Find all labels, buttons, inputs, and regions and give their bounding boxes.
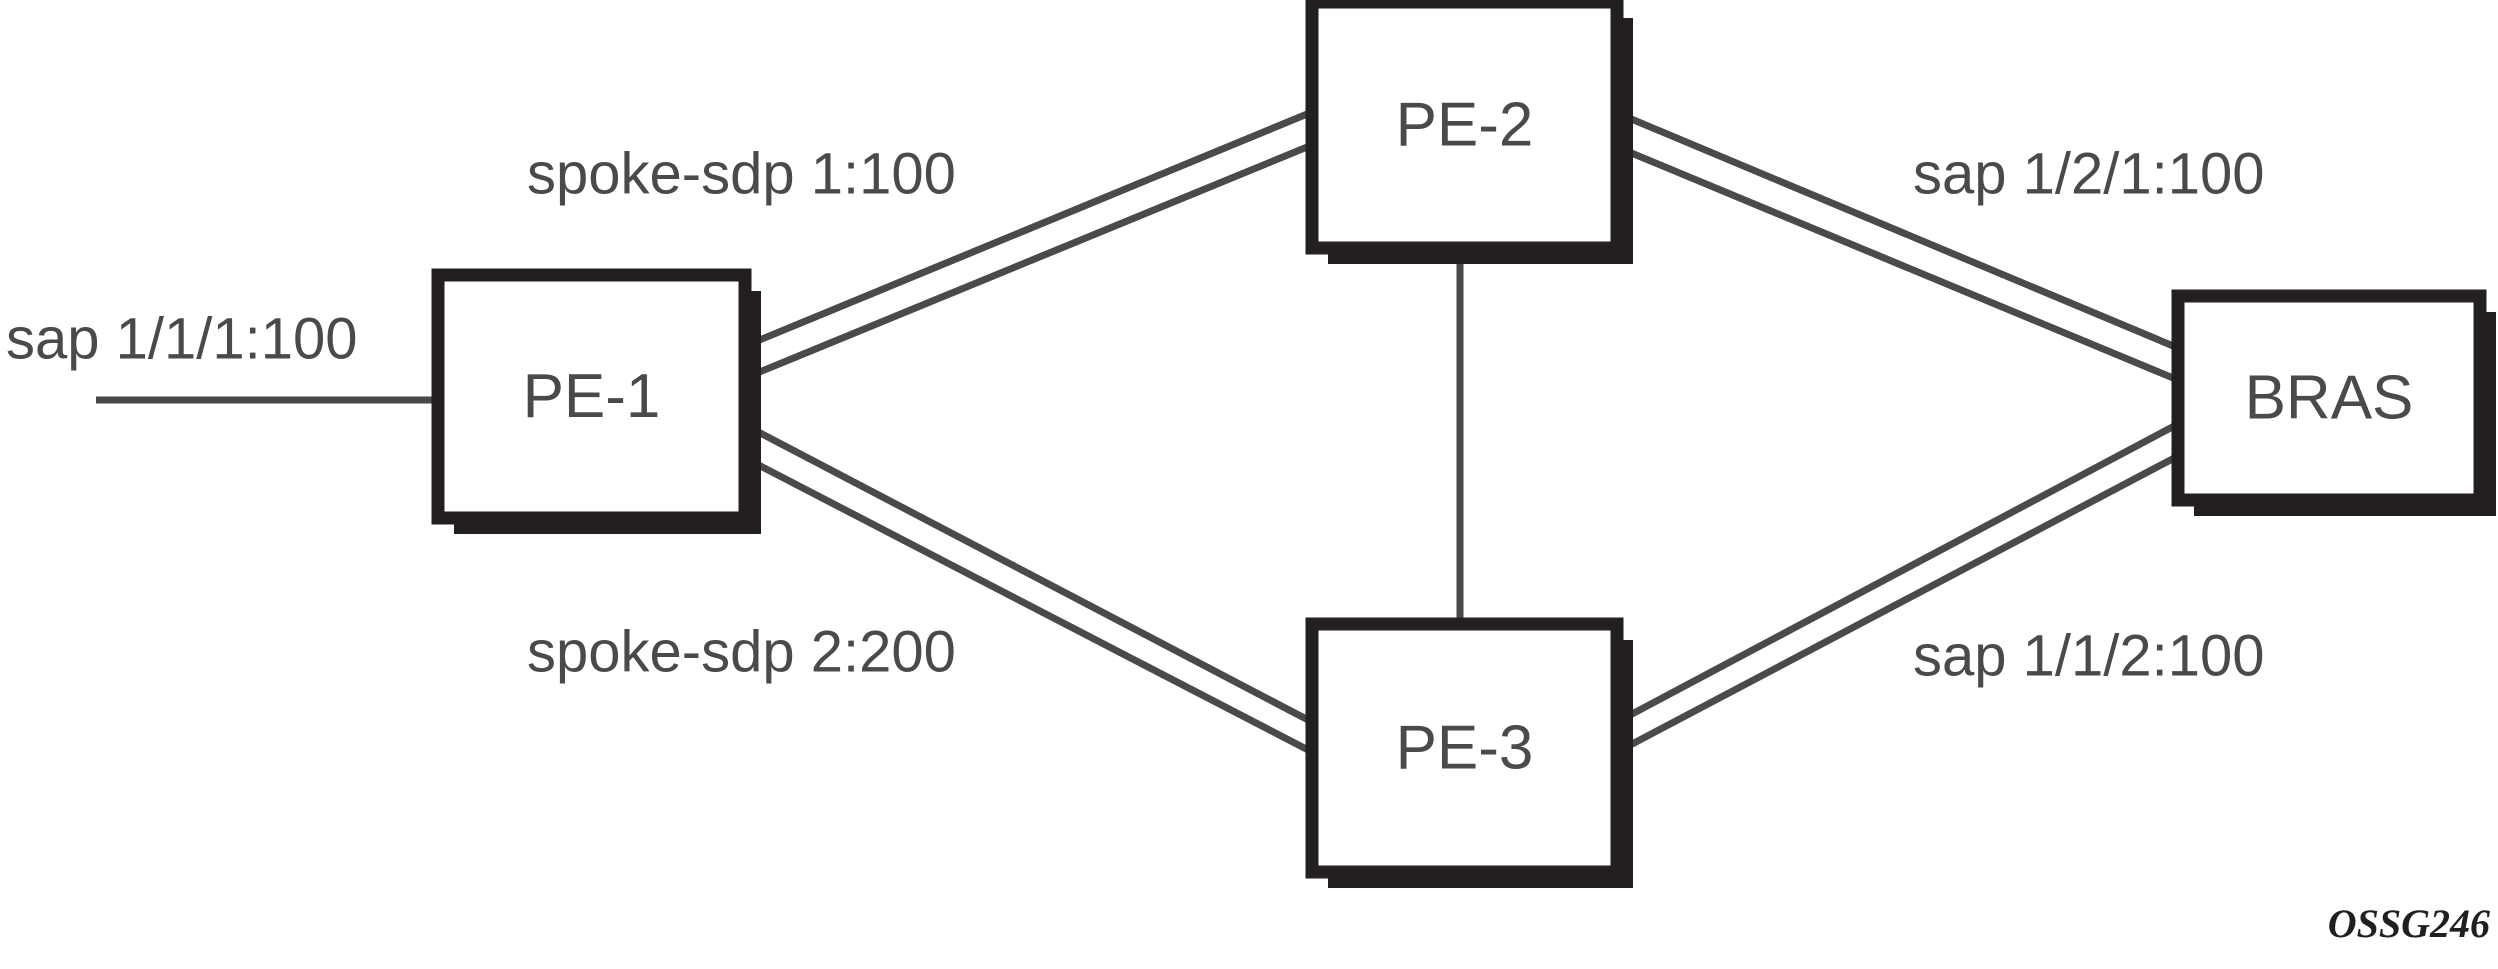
node-label-pe3: PE-3: [1396, 713, 1534, 782]
edge-label-sap-access: sap 1/1/1:100: [6, 306, 358, 371]
node-box[interactable]: [2171, 289, 2487, 507]
nodes-layer: PE-1 PE-2PE-3 BRAS: [431, 0, 2496, 888]
link-pe3-bras-sap: [1615, 420, 2180, 756]
node-pe1[interactable]: PE-1: [431, 268, 761, 534]
edge-label-spoke-sdp-1: spoke-sdp 1:100: [527, 141, 956, 206]
edge-label-sap-pe2-bras: sap 1/2/1:100: [1913, 141, 2265, 206]
edge-label-sap-pe3-bras: sap 1/1/2:100: [1913, 623, 2265, 688]
node-box[interactable]: [1305, 617, 1624, 879]
link-pe2-bras-sap: [1615, 109, 2180, 384]
link-pe1-pe3-spoke-sdp-2: [743, 421, 1314, 756]
link-segment: [743, 141, 1314, 382]
node-box[interactable]: [431, 268, 752, 525]
node-label-pe1: PE-1: [523, 362, 661, 431]
link-pe1-pe2-spoke-sdp-1: [743, 108, 1314, 382]
node-box[interactable]: [1305, 0, 1624, 255]
link-segment: [1615, 420, 2180, 726]
edge-labels-layer: sap 1/1/1:100 spoke-sdp 1:100 spoke-sdp 2:…: [6, 141, 2265, 688]
node-label-pe2: PE-2: [1396, 90, 1534, 159]
node-pe3[interactable]: PE-3: [1305, 617, 1633, 888]
figure-id-label: OSSG246: [2328, 901, 2490, 946]
link-segment: [743, 454, 1314, 756]
node-bras[interactable]: BRAS: [2171, 289, 2496, 516]
node-label-bras: BRAS: [2245, 363, 2414, 432]
link-segment: [1615, 143, 2180, 384]
links-layer: [96, 108, 2180, 756]
link-segment: [1615, 452, 2180, 756]
link-segment: [1615, 109, 2180, 352]
edge-label-spoke-sdp-2: spoke-sdp 2:200: [527, 619, 956, 684]
link-segment: [743, 421, 1314, 726]
link-segment: [743, 108, 1314, 350]
node-pe2[interactable]: PE-2: [1305, 0, 1633, 264]
